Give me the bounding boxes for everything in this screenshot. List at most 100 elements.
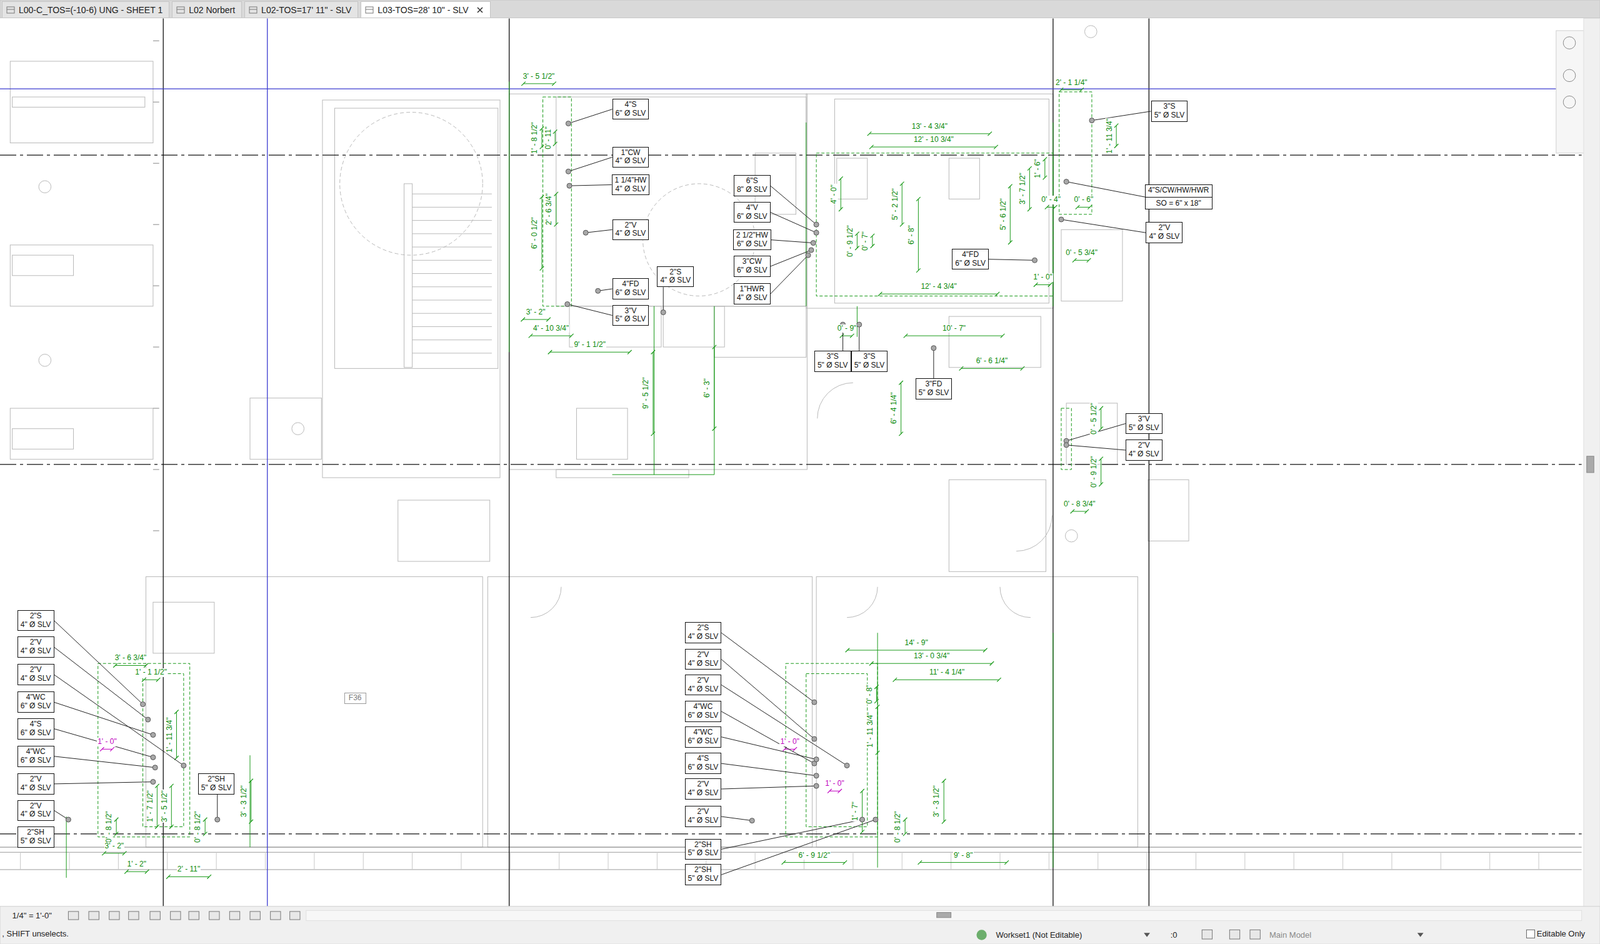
dimension-line (1035, 284, 1050, 285)
dimension-tick (569, 333, 574, 339)
mullion (1293, 851, 1295, 870)
stair-tread (412, 339, 492, 340)
dimension-tick (1085, 509, 1090, 514)
pipe-size: 4"WC (20, 747, 52, 757)
extension-line (508, 81, 510, 353)
dimension-text: 5' - 2 1/2" (890, 187, 899, 221)
view-control-icon (188, 911, 199, 920)
pipe-penetration (808, 247, 814, 253)
dimension-text: 6' - 9 1/2" (798, 851, 832, 860)
mullion (1097, 851, 1099, 870)
dimension-line (176, 711, 177, 758)
dimension-line (104, 852, 125, 854)
view-control-icon (128, 911, 139, 920)
wall (153, 601, 215, 654)
dimension-tick (110, 746, 115, 752)
sleeve-zone (785, 663, 878, 837)
dimension-line (168, 876, 209, 877)
sleeve-size: 6" Ø SLV (955, 259, 986, 269)
view-tab: L02 Norbert (171, 1, 242, 18)
dimension-tick (918, 860, 923, 865)
dimension-tick (1087, 205, 1092, 210)
sleeve-tag: 4"FD6" Ø SLV (612, 278, 650, 300)
pipe-penetration (813, 230, 819, 235)
dimension-text: 12' - 10 3/4" (913, 135, 955, 144)
dimension-line (905, 335, 1003, 337)
mullion (1342, 851, 1344, 870)
dimension-tick (114, 831, 119, 837)
pipe-size: 2"V (20, 665, 52, 675)
leader-line (567, 304, 613, 316)
dimension-line (1046, 206, 1055, 208)
dimension-text: 11' - 4 1/4" (928, 668, 965, 677)
reference-plane (266, 18, 268, 906)
pipe-size: 2"S (660, 268, 691, 277)
sleeve-size: 5" Ø SLV (20, 836, 52, 846)
nav-icon (1563, 36, 1576, 50)
pipe-size: 4"WC (20, 693, 52, 702)
pipe-size: 2 1/2"HW (736, 231, 769, 240)
stair-tread (412, 206, 492, 208)
view-tab: L02-TOS=17' 11" - SLV (244, 1, 359, 18)
pipe-size: 2"SH (20, 828, 52, 837)
sleeve-size: 4" Ø SLV (20, 620, 52, 630)
dimension-tick (124, 869, 129, 874)
leader-line (933, 348, 934, 379)
sleeve-tag: 2"S4" Ø SLV (17, 610, 55, 632)
wall-mark (153, 346, 160, 348)
pipe-size: 3"S (1154, 102, 1185, 112)
pipe-penetration (583, 230, 589, 235)
fixture-symbol (1065, 529, 1078, 542)
sleeve-size: 4" Ø SLV (20, 810, 52, 819)
leader-line (770, 185, 817, 225)
dimension-line (523, 83, 555, 84)
wall (1061, 229, 1123, 301)
dimension-tick (941, 778, 947, 784)
dimension-text: 1' - 0" (824, 779, 845, 788)
sleeve-size: 6" Ø SLV (688, 736, 719, 746)
view-icon-line (365, 8, 374, 10)
pipe-penetration (1032, 257, 1038, 263)
dimension-tick (156, 677, 161, 682)
mullion (1048, 851, 1050, 870)
dimension-text: 0' - 11" (543, 125, 552, 150)
mullion (950, 851, 952, 870)
nav-icon (1563, 69, 1576, 82)
sleeve-size: 5" Ø SLV (201, 783, 232, 793)
dimension-line (530, 335, 572, 337)
sleeve-tag: 3"S5" Ø SLV (851, 350, 889, 372)
extension-line (250, 755, 251, 847)
pipe-size: 2"V (20, 801, 52, 811)
dimension-line (943, 780, 945, 822)
close-cross (477, 7, 483, 13)
dimension-text: 0' - 9" (836, 324, 858, 333)
dimension-line (901, 183, 903, 225)
sleeve-size: 4" Ø SLV (688, 659, 719, 669)
sleeve-size: 6" Ø SLV (20, 728, 52, 738)
sleeve-size: 5" Ø SLV (854, 361, 885, 370)
dimension-line (1010, 186, 1011, 243)
dimension-text: 0' - 4" (1040, 195, 1062, 204)
scrollbar (1583, 18, 1600, 909)
pipe-size: 2"V (615, 221, 647, 230)
dimension-text: 0' - 8 1/2" (105, 810, 114, 844)
sleeve-tag: 3"S5" Ø SLV (814, 350, 852, 372)
dimension-line (1074, 260, 1089, 261)
leader-line (721, 819, 876, 875)
dimension-line (840, 178, 842, 210)
wall (806, 93, 1054, 309)
wall (556, 96, 807, 307)
reference-plane (0, 88, 1582, 89)
checkbox (1526, 929, 1535, 938)
dimension-tick (554, 191, 559, 197)
tab-bar (0, 0, 1600, 19)
pipe-penetration (810, 240, 816, 246)
view-tab: L03-TOS=28' 10" - SLV (360, 1, 490, 18)
pipe-size: 3"S (817, 352, 849, 362)
sleeve-tag: 1 1/4"HW4" Ø SLV (611, 174, 650, 196)
mullion (656, 851, 658, 870)
workset-icon (976, 929, 987, 940)
dimension-line (918, 198, 919, 270)
status-bar (0, 906, 1600, 944)
pipe-penetration (1089, 118, 1095, 124)
